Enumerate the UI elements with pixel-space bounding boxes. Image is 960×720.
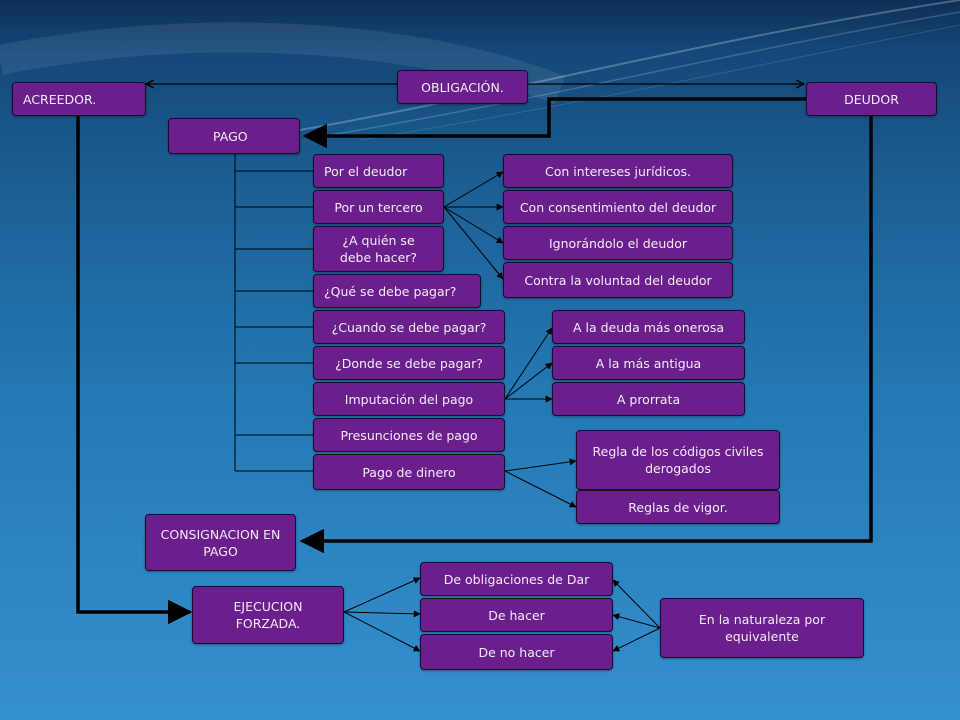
node-ignorandolo: Ignorándolo el deudor [503,226,733,260]
node-prorrata: A prorrata [552,382,745,416]
node-presunciones: Presunciones de pago [313,418,505,452]
node-pago: PAGO [168,118,300,154]
node-imputacion: Imputación del pago [313,382,505,416]
node-donde-pagar: ¿Donde se debe pagar? [313,346,505,380]
node-intereses: Con intereses jurídicos. [503,154,733,188]
node-consignacion: CONSIGNACION EN PAGO [145,514,296,571]
node-acreedor: ACREEDOR. [12,82,146,116]
node-oblig-dar: De obligaciones de Dar [420,562,613,596]
node-ejecucion: EJECUCION FORZADA. [192,586,344,644]
node-por-un-tercero: Por un tercero [313,190,444,224]
node-por-el-deudor: Por el deudor [313,154,444,188]
node-reglas-vigor: Reglas de vigor. [576,490,780,524]
node-regla-codigos: Regla de los códigos civiles derogados [576,430,780,490]
node-naturaleza: En la naturaleza por equivalente [660,598,864,658]
node-mas-antigua: A la más antigua [552,346,745,380]
node-contra-voluntad: Contra la voluntad del deudor [503,262,733,298]
node-de-no-hacer: De no hacer [420,634,613,670]
node-a-quien: ¿A quién se debe hacer? [313,226,444,272]
node-que-pagar: ¿Qué se debe pagar? [313,274,481,308]
node-obligacion: OBLIGACIÓN. [397,70,528,104]
node-deuda-onerosa: A la deuda más onerosa [552,310,745,344]
node-pago-dinero: Pago de dinero [313,454,505,490]
node-de-hacer: De hacer [420,598,613,632]
node-consentimiento: Con consentimiento del deudor [503,190,733,224]
node-cuando-pagar: ¿Cuando se debe pagar? [313,310,505,344]
node-deudor: DEUDOR [806,82,937,116]
